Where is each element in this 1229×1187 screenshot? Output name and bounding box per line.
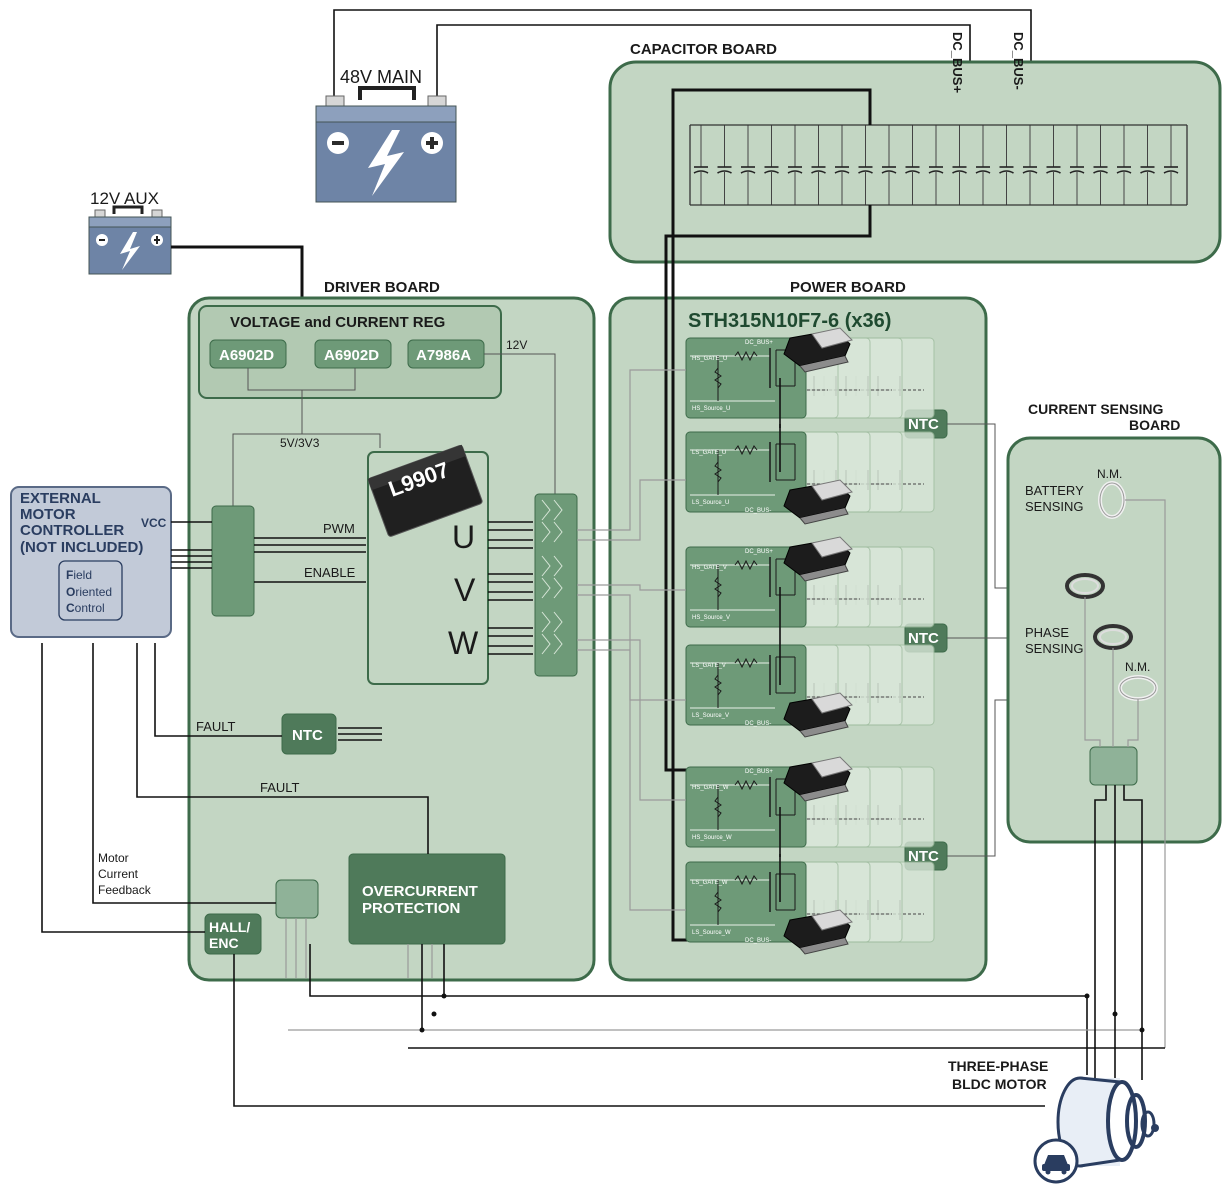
rail-5v-label: 5V/3V3 [280,436,320,450]
gate-label: HS_GATE_W [692,785,729,791]
aux-supply-wire [171,245,304,308]
battery-48v-label: 48V MAIN [340,67,422,87]
mosfet-stage: LS_GATE_W LS_Source_W DC_BUS- [685,854,935,955]
controller-vcc: VCC [141,516,167,530]
bus-label: DC_BUS+ [745,340,773,346]
gate-label: LS_GATE_W [692,880,728,886]
phase-w-label: W [448,625,479,661]
gate-drive-lines [488,521,533,655]
controller-line2: MOTOR [20,506,76,523]
current-sensing-board: CURRENT SENSING BOARD N.M. BATTERY SENSI… [1006,401,1222,1048]
motor-line2: BLDC MOTOR [952,1076,1047,1092]
foc-line-1: Field [66,568,92,582]
foc-line-3: Control [66,601,105,615]
hall-line2: ENC [209,935,239,951]
motor-line1: THREE-PHASE [948,1058,1048,1074]
bus-label: DC_BUS- [745,508,771,514]
feedback-line1: Motor [98,851,129,865]
power-board-title: POWER BOARD [790,279,906,296]
source-label: LS_Source_V [692,713,729,719]
controller-links [171,521,212,569]
fault-label-ntc: FAULT [196,719,236,734]
source-label: HS_Source_U [692,406,730,412]
enable-label: ENABLE [304,565,356,580]
controller-line4: (NOT INCLUDED) [20,539,143,556]
reg-chip-1: A6902D [219,347,274,364]
gate-label: LS_GATE_V [692,663,726,669]
battery-12v: 12V AUX [88,189,172,275]
source-label: LS_Source_U [692,500,729,506]
reg-title: VOLTAGE and CURRENT REG [230,314,445,331]
phase-u-label: U [452,519,475,555]
phase-v-label: V [454,572,476,608]
sensing-title-2: BOARD [1129,417,1180,433]
gate-label: HS_GATE_V [692,565,727,571]
source-label: HS_Source_W [692,835,732,841]
driver-board: DRIVER BOARD VOLTAGE and CURRENT REG A69… [41,279,596,982]
power-ntc-3: NTC [908,848,939,865]
ocp-line1: OVERCURRENT [362,883,478,900]
bus-label: DC_BUS- [745,721,771,727]
power-ntc-1: NTC [908,416,939,433]
dc-bus-minus-label: DC_BUS- [1011,32,1026,90]
mosfet-stage: LS_GATE_U LS_Source_U DC_BUS- [685,424,935,525]
capacitor-board-title: CAPACITOR BOARD [630,41,777,58]
driver-board-title: DRIVER BOARD [324,279,440,296]
mosfet-stage: LS_GATE_V LS_Source_V DC_BUS- [685,637,935,738]
gate-label: LS_GATE_U [692,450,726,456]
feedback-line3: Feedback [98,883,152,897]
bus-label: DC_BUS+ [745,549,773,555]
bldc-motor: THREE-PHASE BLDC MOTOR [948,1058,1159,1184]
bottom-wiring [233,785,1165,1107]
controller-line3: CONTROLLER [20,522,124,539]
pwm-bus [254,537,366,583]
mosfet-stage: HS_GATE_W HS_Source_W DC_BUS+ [685,756,935,857]
bus-label: DC_BUS- [745,938,771,944]
ocp-line2: PROTECTION [362,900,460,917]
bus-label: DC_BUS+ [745,769,773,775]
reg-chip-2: A6902D [324,347,379,364]
nm-label-2: N.M. [1125,660,1150,674]
mosfet-stage: HS_GATE_V HS_Source_V DC_BUS+ [685,536,935,637]
source-label: HS_Source_V [692,615,730,621]
mosfet-stages: HS_GATE_U HS_Source_U DC_BUS+ LS_GATE_U LS_S… [685,327,935,955]
reg-chip-3: A7986A [416,347,471,364]
pwm-label: PWM [323,521,355,536]
driver-ntc: NTC [292,727,323,744]
nm-label-1: N.M. [1097,467,1122,481]
external-controller: EXTERNAL MOTOR CONTROLLER (NOT INCLUDED)… [10,486,172,638]
phase-sensing-2: SENSING [1025,641,1084,656]
source-label: LS_Source_W [692,930,731,936]
capacitor-board: CAPACITOR BOARD DC_BUS+ DC_BUS- [608,32,1222,264]
mosfet-stage: HS_GATE_U HS_Source_U DC_BUS+ [685,327,935,428]
foc-line-2: Oriented [66,585,112,599]
mosfet-part: STH315N10F7-6 (x36) [688,310,891,332]
feedback-line2: Current [98,867,139,881]
power-ntc-2: NTC [908,630,939,647]
battery-12v-label: 12V AUX [90,189,159,208]
fault-label-ocp: FAULT [260,780,300,795]
battery-48v: 48V MAIN [315,67,457,203]
battery-sensing-1: BATTERY [1025,483,1084,498]
gate-label: HS_GATE_U [692,356,727,362]
hall-line1: HALL/ [209,919,250,935]
controller-line1: EXTERNAL [20,490,101,507]
battery-sensing-2: SENSING [1025,499,1084,514]
phase-sensing-1: PHASE [1025,625,1069,640]
dc-bus-plus-label: DC_BUS+ [950,32,965,93]
rail-12v-label: 12V [506,338,527,352]
sensing-title-1: CURRENT SENSING [1028,401,1163,417]
